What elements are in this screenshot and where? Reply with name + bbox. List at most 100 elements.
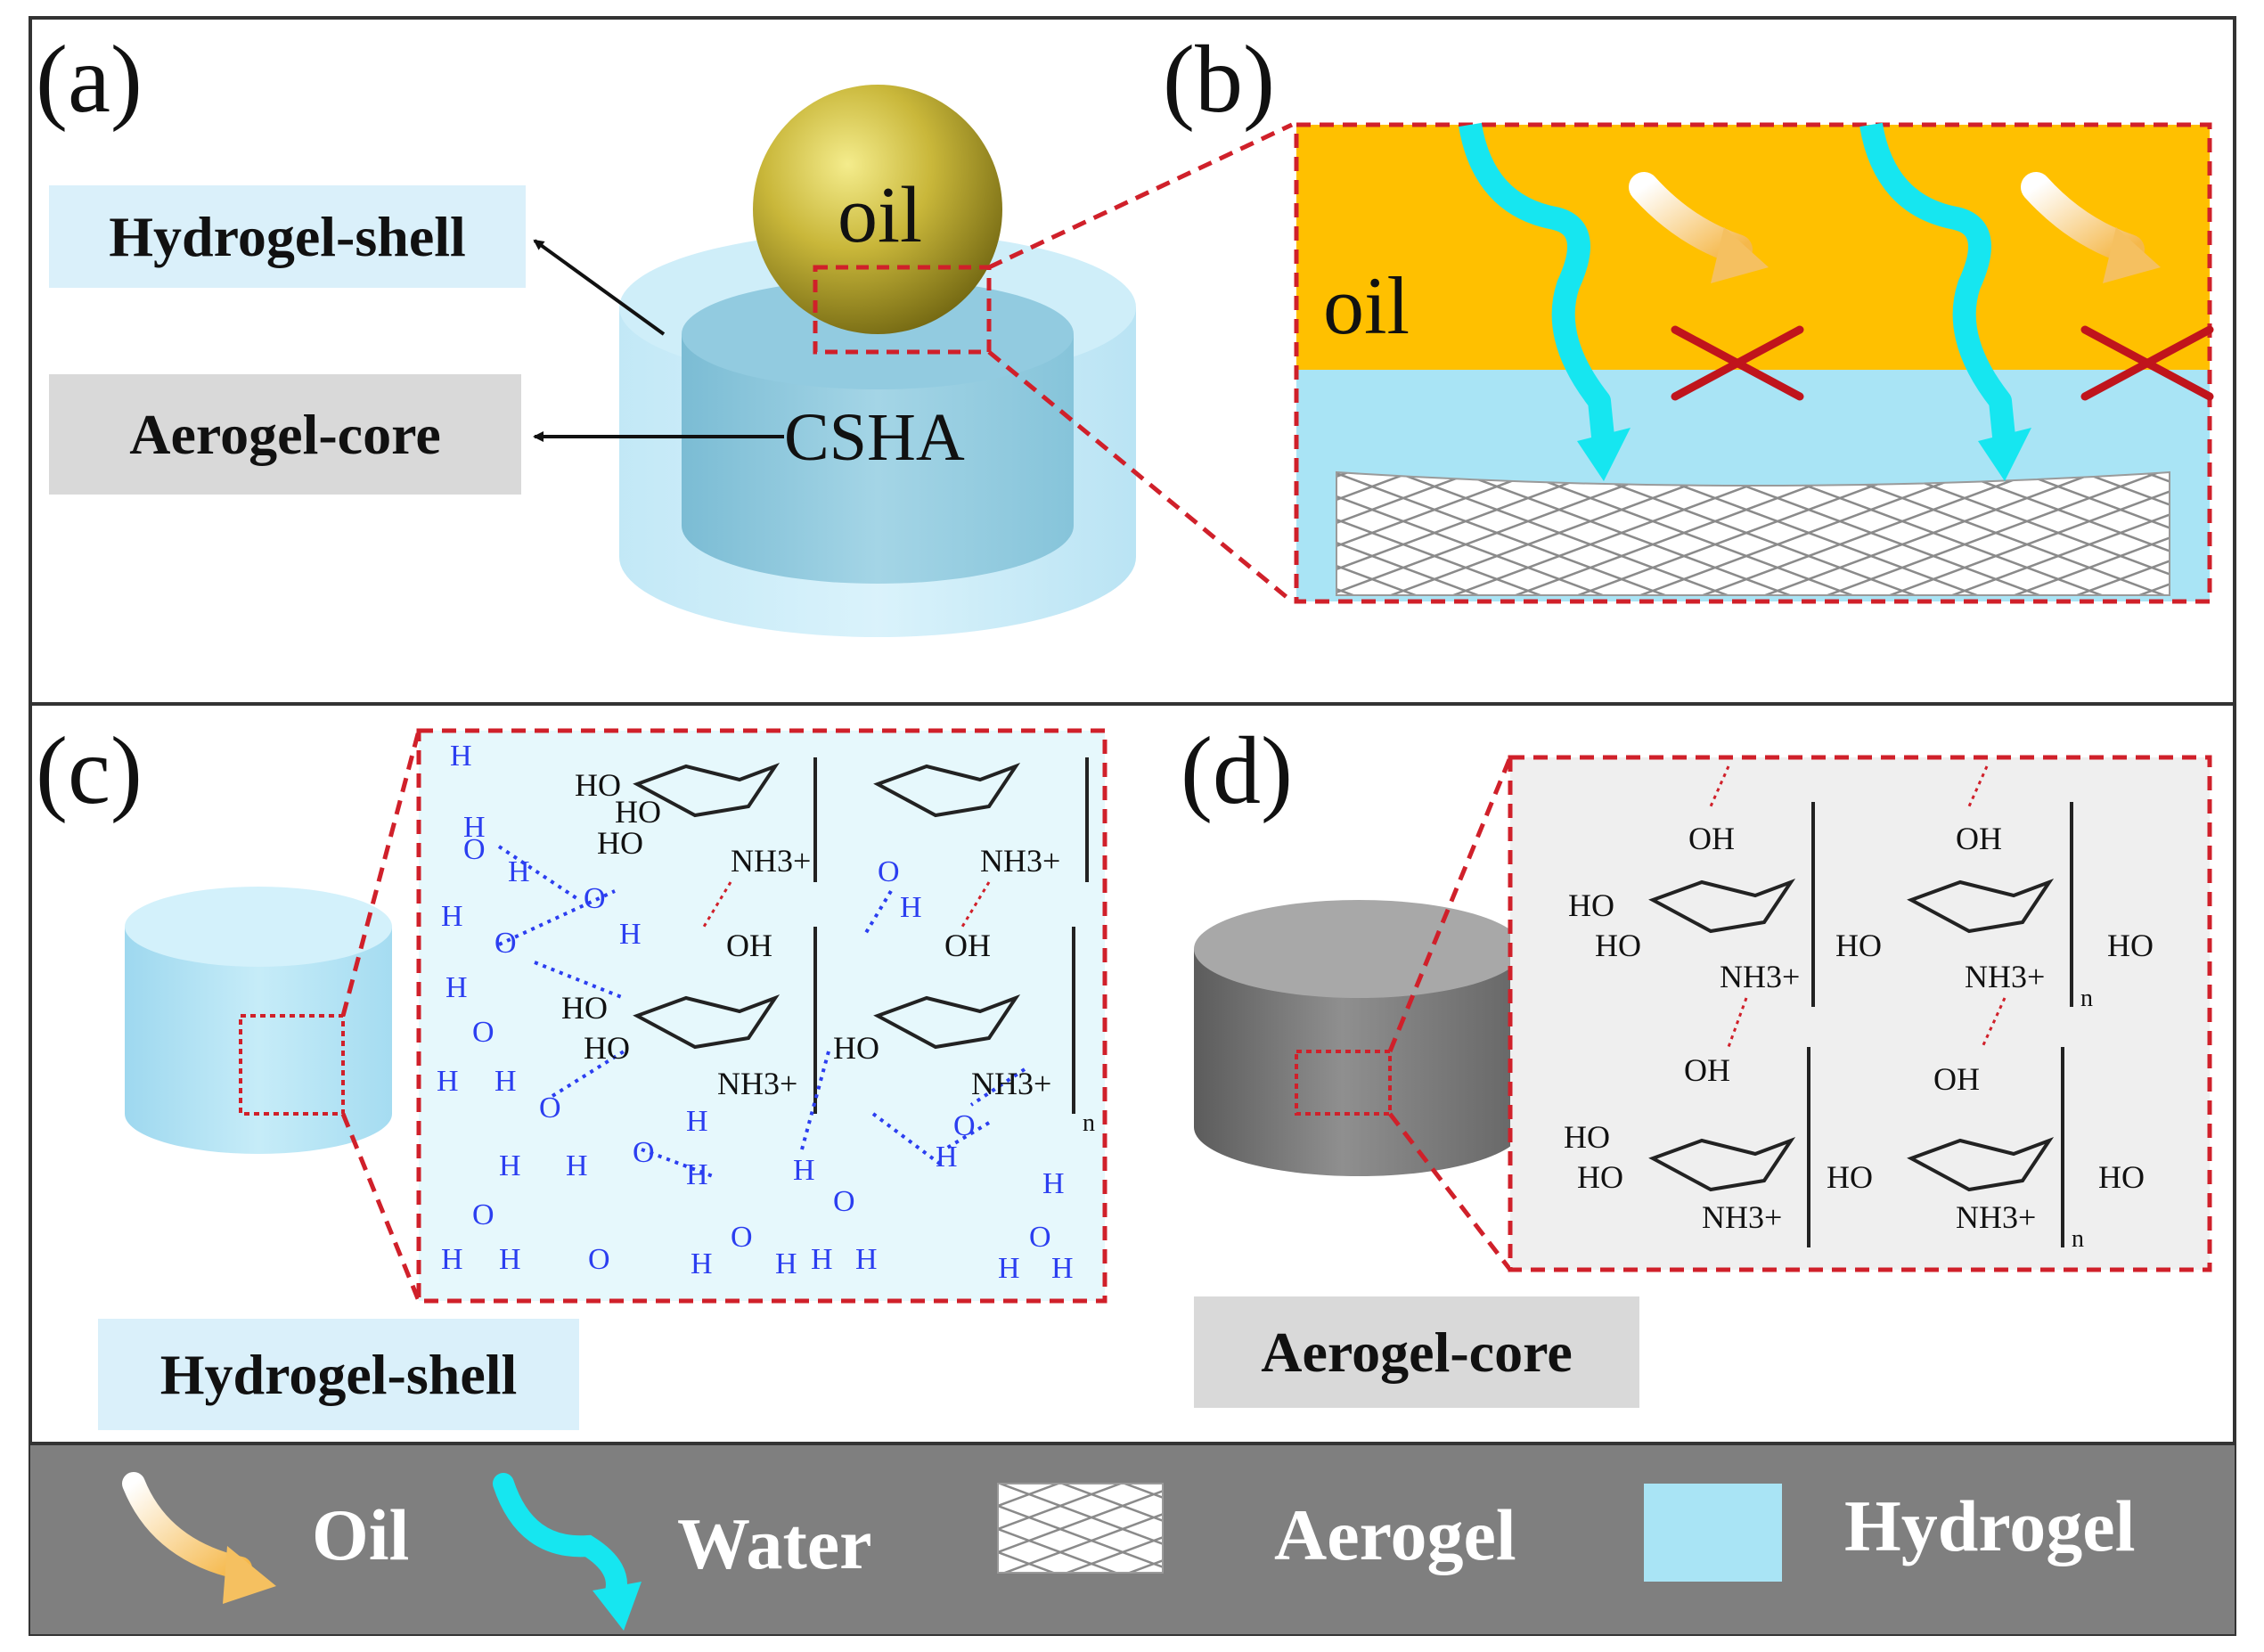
water-h: H bbox=[463, 811, 486, 844]
csha-label: CSHA bbox=[784, 400, 965, 475]
chem-label: HO bbox=[1827, 1159, 1873, 1195]
oil-label-b: oil bbox=[1323, 260, 1410, 351]
water-h: H bbox=[691, 1247, 713, 1280]
chem-label: NH3+ bbox=[971, 1066, 1052, 1101]
water-o: O bbox=[539, 1092, 561, 1125]
legend-hydrogel-label: Hydrogel bbox=[1844, 1485, 2136, 1566]
mesh-icon bbox=[997, 1483, 1164, 1574]
chem-label: HO bbox=[1577, 1159, 1623, 1195]
panel-b-illustration bbox=[1294, 122, 2214, 604]
chem-label: OH bbox=[1684, 1052, 1730, 1088]
water-h: H bbox=[494, 1065, 517, 1098]
aerogel-mesh bbox=[1336, 470, 2170, 596]
water-h: H bbox=[445, 971, 468, 1004]
chem-label: HO bbox=[561, 990, 608, 1026]
panel-b-letter: (b) bbox=[1163, 27, 1275, 133]
panel-d-illustration bbox=[1194, 755, 2212, 1272]
water-o: O bbox=[584, 882, 606, 915]
blocked-x-2 bbox=[2080, 325, 2214, 401]
panel-d-zoom-box bbox=[1508, 755, 2212, 1272]
water-h: H bbox=[811, 1243, 833, 1276]
panel-a-illustration bbox=[533, 85, 1294, 637]
water-o: O bbox=[472, 1016, 494, 1049]
chem-label: HO bbox=[584, 1030, 630, 1066]
chem-label: HO bbox=[833, 1030, 879, 1066]
water-h: H bbox=[437, 1065, 459, 1098]
chem-label: OH bbox=[1956, 821, 2002, 856]
legend-water-label: Water bbox=[677, 1503, 872, 1584]
chem-label: HO bbox=[2107, 928, 2154, 963]
hydrogel-shell-tag-c: Hydrogel-shell bbox=[98, 1319, 579, 1430]
water-o: O bbox=[588, 1243, 610, 1276]
legend-oil-label: Oil bbox=[312, 1494, 410, 1575]
panel-a-letter: (a) bbox=[36, 27, 143, 133]
chem-label: OH bbox=[726, 928, 772, 963]
aerogel-core-tag-a: Aerogel-core bbox=[49, 374, 521, 495]
blocked-x-1 bbox=[1671, 325, 1804, 401]
water-h: H bbox=[441, 900, 463, 933]
chem-label: HO bbox=[1595, 928, 1641, 963]
hydrogel-swatch-icon bbox=[1644, 1484, 1782, 1582]
chem-label: n bbox=[2080, 985, 2093, 1012]
water-h: H bbox=[793, 1154, 815, 1187]
hydrogel-shell-tag-a: Hydrogel-shell bbox=[49, 185, 526, 288]
chem-label: NH3+ bbox=[980, 843, 1061, 879]
panel-c-illustration bbox=[125, 728, 1107, 1304]
chem-label: NH3+ bbox=[1702, 1199, 1783, 1235]
chem-label: NH3+ bbox=[731, 843, 812, 879]
water-h: H bbox=[1051, 1252, 1074, 1285]
water-h: H bbox=[508, 855, 530, 888]
water-h: H bbox=[900, 891, 922, 924]
chem-label: HO bbox=[1564, 1119, 1610, 1155]
water-h: H bbox=[936, 1141, 958, 1174]
chem-label: NH3+ bbox=[1965, 959, 2046, 994]
water-h: H bbox=[1042, 1167, 1065, 1200]
water-arrow-2 bbox=[1859, 122, 2016, 447]
water-o: O bbox=[633, 1136, 655, 1169]
water-h: H bbox=[499, 1149, 521, 1182]
water-o: O bbox=[878, 855, 900, 888]
chem-label: OH bbox=[944, 928, 991, 963]
chem-label: NH3+ bbox=[1956, 1199, 2037, 1235]
water-o: O bbox=[833, 1185, 855, 1218]
water-h: H bbox=[566, 1149, 588, 1182]
oil-layer bbox=[1296, 125, 2210, 370]
chem-label: HO bbox=[575, 767, 621, 803]
oil-label-a: oil bbox=[838, 171, 923, 259]
water-h: H bbox=[686, 1105, 708, 1138]
water-h: H bbox=[775, 1247, 797, 1280]
panel-c-zoom-box bbox=[416, 728, 1107, 1304]
chem-label: HO bbox=[597, 825, 643, 861]
panel-c-letter: (c) bbox=[36, 718, 143, 824]
water-o: O bbox=[731, 1221, 753, 1254]
water-arrow-1 bbox=[1459, 122, 1615, 447]
water-arrow-icon bbox=[493, 1473, 642, 1631]
water-h: H bbox=[450, 740, 472, 773]
chem-label: HO bbox=[1835, 928, 1882, 963]
chem-label: HO bbox=[2098, 1159, 2145, 1195]
water-h: H bbox=[441, 1243, 463, 1276]
water-h: H bbox=[855, 1243, 878, 1276]
aerogel-core-tag-d: Aerogel-core bbox=[1194, 1296, 1639, 1408]
water-o: O bbox=[953, 1109, 976, 1142]
chem-label: HO bbox=[615, 794, 661, 830]
water-h: H bbox=[686, 1158, 708, 1191]
water-h: H bbox=[998, 1252, 1020, 1285]
chem-label: n bbox=[2072, 1225, 2084, 1253]
oil-arrow-icon bbox=[122, 1472, 276, 1604]
water-o: O bbox=[1029, 1221, 1051, 1254]
chem-label: OH bbox=[1688, 821, 1735, 856]
water-o: O bbox=[472, 1198, 494, 1231]
chem-label: NH3+ bbox=[717, 1066, 798, 1101]
chem-label: HO bbox=[1568, 887, 1614, 923]
water-o: O bbox=[494, 927, 517, 960]
chem-label: OH bbox=[1933, 1061, 1980, 1097]
chem-label: n bbox=[1083, 1109, 1095, 1137]
chem-label: NH3+ bbox=[1720, 959, 1801, 994]
panel-a-zoom-box bbox=[813, 265, 992, 355]
water-h: H bbox=[619, 918, 642, 951]
legend-aerogel-label: Aerogel bbox=[1274, 1494, 1516, 1575]
water-h: H bbox=[499, 1243, 521, 1276]
